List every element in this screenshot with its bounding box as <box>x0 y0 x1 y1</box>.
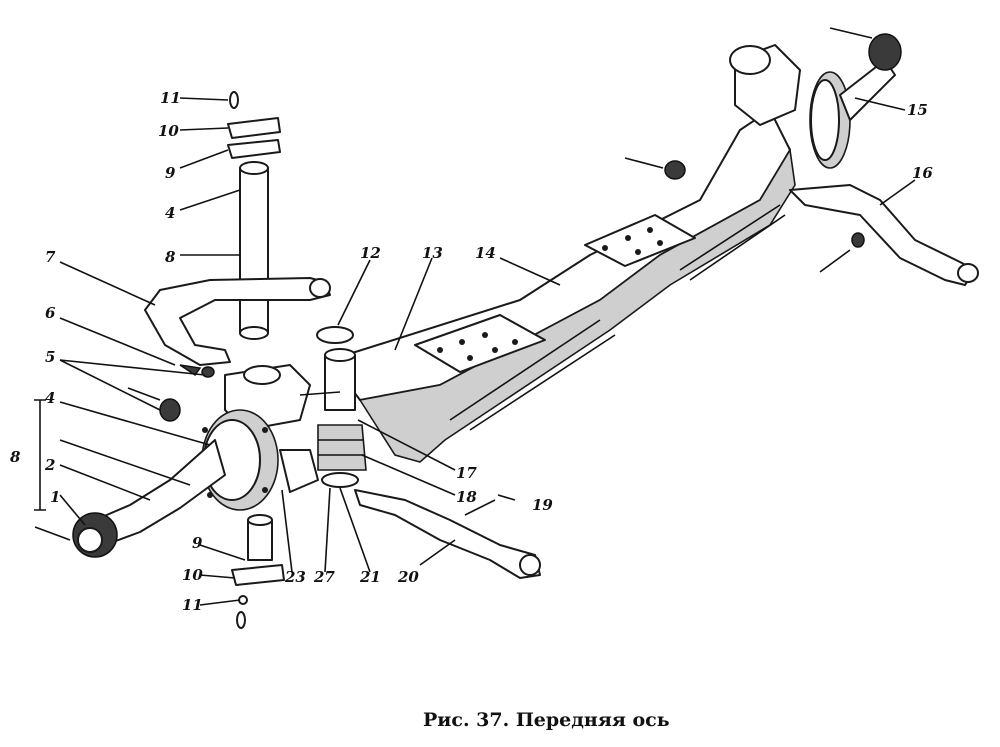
left-steering-knuckle <box>201 364 319 511</box>
label-9-bottom: 9 <box>192 534 203 552</box>
label-11-top: 11 <box>160 89 181 107</box>
label-27: 27 <box>313 568 335 586</box>
label-9-top: 9 <box>165 164 176 182</box>
king-pin <box>239 161 269 340</box>
label-19: 19 <box>532 496 553 514</box>
top-shim-plate <box>227 91 281 159</box>
label-13: 13 <box>422 244 443 262</box>
leader-lines <box>34 97 916 606</box>
label-10-top: 10 <box>158 122 179 140</box>
lower-bushing <box>231 514 285 629</box>
label-4-top: 4 <box>165 204 175 222</box>
right-steering-arm <box>789 184 979 286</box>
label-16: 16 <box>912 164 933 182</box>
label-21: 21 <box>359 568 381 586</box>
axle-beam <box>329 109 796 463</box>
label-20: 20 <box>397 568 419 586</box>
label-17: 17 <box>456 464 477 482</box>
label-15: 15 <box>907 101 928 119</box>
label-8-left: 8 <box>10 448 21 466</box>
label-2: 2 <box>44 456 55 474</box>
label-14: 14 <box>475 244 496 262</box>
label-4-left: 4 <box>45 389 55 407</box>
label-6: 6 <box>45 304 56 322</box>
label-1: 1 <box>50 488 60 506</box>
label-5: 5 <box>45 348 55 366</box>
label-11-bottom: 11 <box>182 596 203 614</box>
label-10-bottom: 10 <box>182 566 203 584</box>
lower-steering-arm <box>354 489 541 579</box>
part-number-labels: 11 10 9 4 8 7 6 5 4 8 2 1 12 13 14 15 16… <box>10 89 933 614</box>
label-8-top: 8 <box>165 248 176 266</box>
grease-fitting <box>127 364 215 422</box>
tie-rod-arm <box>144 277 331 366</box>
figure-caption: Рис. 37. Передняя ось <box>423 709 670 731</box>
knuckle-nut <box>624 157 686 180</box>
label-18: 18 <box>456 488 477 506</box>
right-steering-knuckle <box>729 27 902 169</box>
label-7: 7 <box>45 248 56 266</box>
pivot-pin-and-boot <box>299 326 367 488</box>
label-12: 12 <box>360 244 381 262</box>
label-23: 23 <box>284 568 306 586</box>
